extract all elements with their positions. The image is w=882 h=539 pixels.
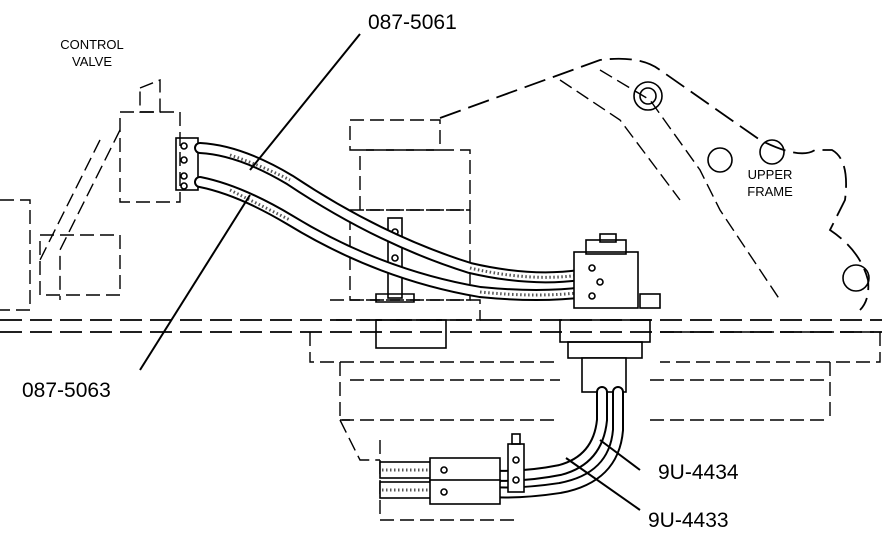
upper-frame-label-line1: UPPER <box>747 167 793 182</box>
part-label-087-5063: 087-5063 <box>22 379 111 402</box>
upper-frame <box>439 57 870 311</box>
upper-hoses <box>194 142 591 301</box>
part-label-9u-4434: 9U-4434 <box>658 461 739 484</box>
leader-lines <box>139 33 641 511</box>
part-label-087-5061: 087-5061 <box>368 11 457 34</box>
upper-frame-label: UPPER FRAME <box>732 168 808 198</box>
part-label-9u-4433: 9U-4433 <box>648 509 729 532</box>
control-valve-label: CONTROL VALVE <box>44 38 140 68</box>
swivel-joint <box>559 233 661 393</box>
control-valve <box>0 78 199 311</box>
deck-structure <box>0 319 882 521</box>
control-valve-label-line2: VALVE <box>72 54 112 69</box>
control-valve-label-line1: CONTROL <box>60 37 124 52</box>
upper-frame-label-line2: FRAME <box>747 184 793 199</box>
lower-fittings <box>379 433 525 505</box>
swivel-housing <box>330 119 481 349</box>
